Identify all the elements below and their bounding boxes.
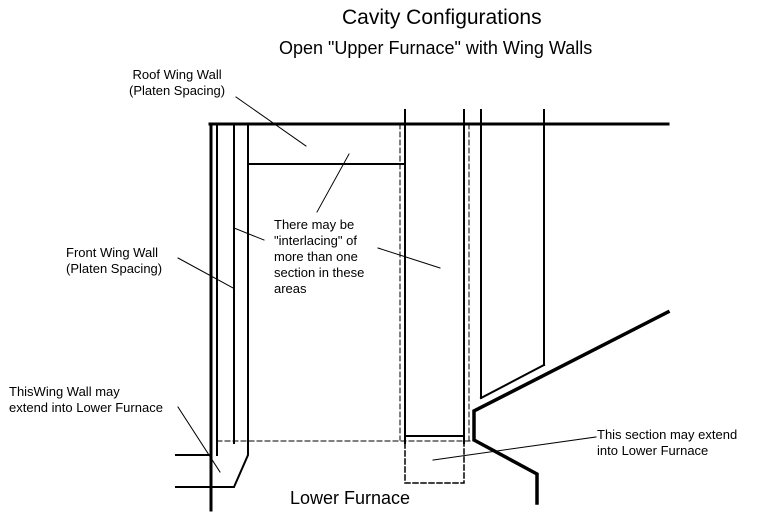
diagram-title: Cavity Configurations — [342, 6, 542, 29]
front-wing-wall-label: Front Wing Wall (Platen Spacing) — [66, 245, 163, 276]
pendant-bottom — [479, 363, 546, 400]
leader-front-wing — [177, 257, 234, 289]
leader-interlace-up — [316, 153, 350, 213]
diagram-subtitle: Open "Upper Furnace" with Wing Walls — [279, 38, 593, 58]
lower-furnace-label: Lower Furnace — [290, 488, 411, 508]
section-extension-box — [404, 442, 465, 484]
roof-wing-wall-label: Roof Wing Wall (Platen Spacing) — [129, 67, 226, 98]
leader-roof-wing — [235, 96, 307, 147]
section-extend-label: This section may extend into Lower Furna… — [597, 427, 738, 458]
front-wing-wall-right — [175, 123, 249, 488]
interlacing-note: There may be "interlacing" of more than … — [274, 217, 365, 296]
rear-wall — [472, 309, 671, 505]
leader-section-extend — [432, 436, 597, 461]
leader-interlace-left — [233, 227, 265, 241]
leader-interlace-right — [377, 247, 441, 269]
wing-wall-extend-label: ThisWing Wall may extend into Lower Furn… — [9, 384, 163, 415]
leader-wing-extend — [177, 406, 221, 473]
